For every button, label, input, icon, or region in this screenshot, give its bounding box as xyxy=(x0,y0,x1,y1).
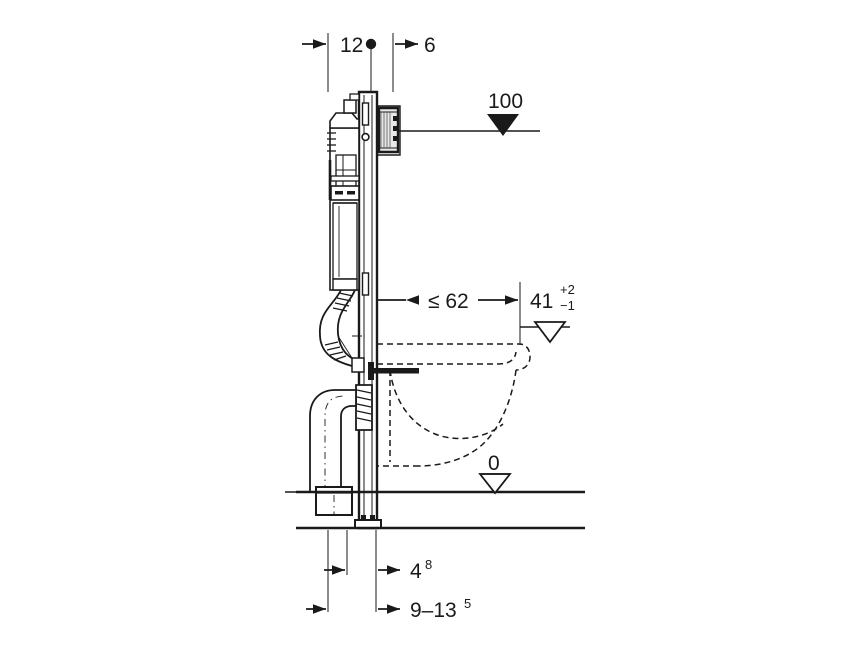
datum-symbol-seat xyxy=(533,321,567,344)
dim-tolerance-plus: +2 xyxy=(560,282,575,297)
datum-label-0: 0 xyxy=(488,452,500,475)
dim-superscript-5: 5 xyxy=(464,596,471,611)
datum-symbol-zero xyxy=(478,473,512,495)
dim-tolerance-minus: −1 xyxy=(560,298,575,313)
dim-label-62: ≤ 62 xyxy=(428,290,469,313)
wall-mounting-studs xyxy=(368,362,419,380)
dim-label-41: 41 xyxy=(530,290,553,313)
dimension-arrows xyxy=(302,39,518,614)
dim-label-9-13: 9–13 xyxy=(410,599,457,622)
concealed-cistern xyxy=(327,93,360,291)
flush-bend-pipe xyxy=(319,289,365,373)
dim-superscript-8: 8 xyxy=(425,557,432,572)
dim-label-6: 6 xyxy=(424,34,436,57)
wall-hung-wc-bowl xyxy=(377,343,531,467)
flush-plate-connector xyxy=(377,105,401,156)
datum-label-100: 100 xyxy=(488,90,523,113)
dim-label-4: 4 xyxy=(410,560,422,583)
datum-symbol-100 xyxy=(487,114,519,136)
dim-label-12: 12 xyxy=(340,34,363,57)
centre-mark-dot xyxy=(365,38,377,50)
floor-lines xyxy=(285,490,585,530)
